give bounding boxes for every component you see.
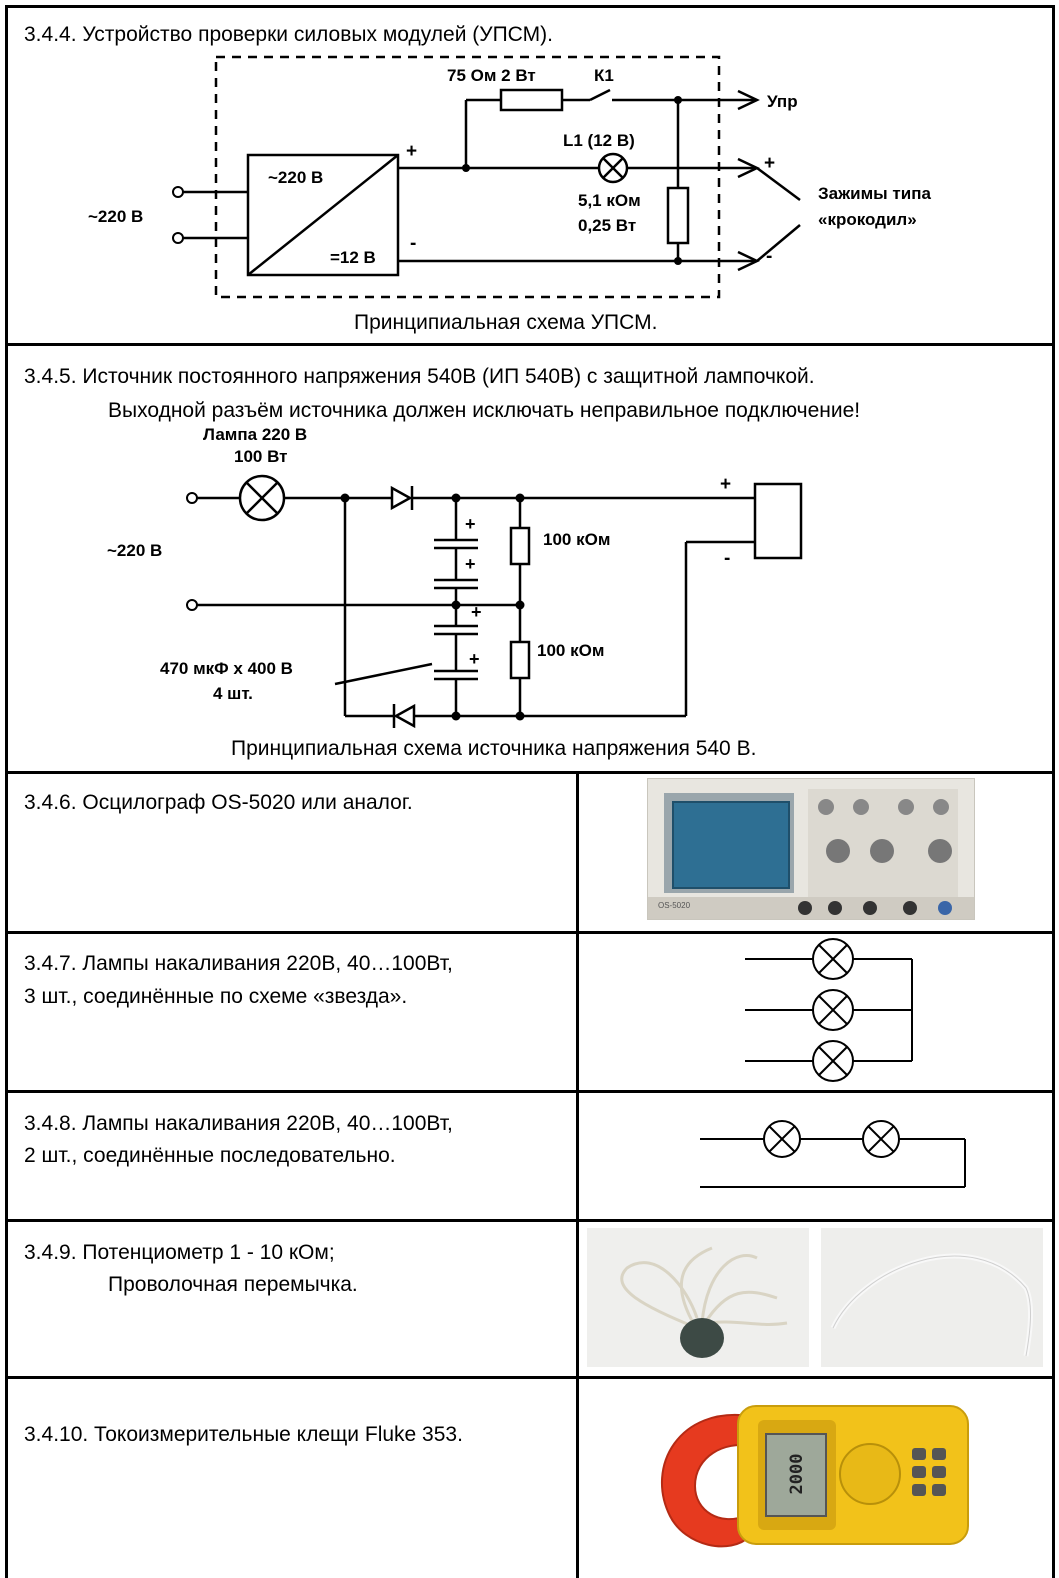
svg-text:100 Вт: 100 Вт — [234, 447, 287, 466]
control-output-label: Упр — [767, 92, 798, 111]
section-345-note: Выходной разъём источника должен исключа… — [108, 399, 861, 422]
svg-text:+: + — [764, 153, 775, 174]
table-border-right — [1052, 5, 1055, 1578]
converter-out-label: =12 В — [330, 248, 376, 267]
table-border-top — [5, 5, 1055, 8]
resistor-top-label: 100 кОм — [543, 530, 610, 549]
section-345-title: 3.4.5. Источник постоянного напряжения 5… — [24, 365, 815, 388]
svg-text:4 шт.: 4 шт. — [213, 684, 253, 703]
wire-jumper-photo — [821, 1228, 1043, 1367]
svg-text:-: - — [766, 246, 772, 267]
mains-label: ~220 В — [88, 207, 143, 226]
row-divider — [5, 343, 1055, 346]
svg-text:+: + — [406, 141, 417, 162]
svg-text:+: + — [471, 602, 482, 622]
section-3410-text: 3.4.10. Токоизмерительные клещи Fluke 35… — [24, 1423, 463, 1446]
section-345-caption: Принципиальная схема источника напряжени… — [231, 737, 757, 760]
diode-bottom — [393, 703, 416, 729]
row-divider — [5, 771, 1055, 774]
lamp-l1-label: L1 (12 В) — [563, 131, 635, 150]
upsm-schematic: ~220 В ~220 В =12 В + - 75 Ом 2 Вт К1 Уп… — [88, 55, 931, 299]
capacitor-label: 470 мкФ х 400 В — [160, 659, 293, 678]
lamp-icon — [812, 989, 854, 1031]
lamp-icon — [862, 1120, 900, 1158]
oscilloscope-photo: OS-5020 — [647, 778, 975, 920]
svg-text:-: - — [410, 233, 416, 254]
row-divider — [5, 1376, 1055, 1379]
section-349-text1: 3.4.9. Потенциометр 1 - 10 кОм; — [24, 1241, 335, 1264]
section-347-text2: 3 шт., соединённые по схеме «звезда». — [24, 985, 408, 1008]
clamps-label: Зажимы типа — [818, 184, 931, 203]
svg-text:+: + — [465, 514, 476, 534]
capacitor-bank — [434, 538, 478, 681]
clamp-meter-photo: 2000 — [650, 1386, 976, 1566]
lamps-star-schematic — [745, 938, 913, 1082]
resistor-75 — [499, 88, 564, 112]
converter-in-label: ~220 В — [268, 168, 323, 187]
oscilloscope-screen — [664, 793, 794, 893]
row-divider — [5, 1219, 1055, 1222]
svg-text:-: - — [724, 548, 730, 569]
section-348-text1: 3.4.8. Лампы накаливания 220В, 40…100Вт, — [24, 1112, 453, 1135]
resistor-bottom-label: 100 кОм — [537, 641, 604, 660]
svg-text:+: + — [465, 554, 476, 574]
lamp-icon — [812, 938, 854, 980]
output-connector — [753, 482, 803, 560]
row-divider — [5, 1090, 1055, 1093]
resistor-100k-bottom — [509, 640, 531, 680]
mains-label: ~220 В — [107, 541, 162, 560]
potentiometer-photo — [587, 1228, 809, 1367]
diode-top — [390, 485, 413, 511]
row-divider — [5, 931, 1055, 934]
lamp-icon — [812, 1040, 854, 1082]
section-349-text2: Проволочная перемычка. — [108, 1273, 358, 1296]
section-344-caption: Принципиальная схема УПСМ. — [354, 311, 658, 334]
section-344-title: 3.4.4. Устройство проверки силовых модул… — [24, 23, 553, 46]
resistor-75-label: 75 Ом 2 Вт — [447, 66, 536, 85]
switch-k1-label: К1 — [594, 66, 614, 85]
psu-540v-schematic: Лампа 220 В 100 Вт ~220 В 100 кОм 100 кО… — [107, 425, 803, 729]
svg-text:«крокодил»: «крокодил» — [818, 210, 917, 229]
converter-block — [246, 153, 400, 277]
meter-display-reading: 2000 — [787, 1453, 807, 1495]
table-border-left — [5, 5, 8, 1578]
lamps-series-schematic — [700, 1120, 966, 1188]
svg-text:+: + — [720, 474, 731, 495]
resistor-5k1 — [666, 186, 690, 245]
section-348-text2: 2 шт., соединённые последовательно. — [24, 1144, 396, 1167]
lamp-icon — [763, 1120, 801, 1158]
device-boundary — [214, 55, 721, 299]
lamp-label: Лампа 220 В — [203, 425, 307, 444]
section-347-text1: 3.4.7. Лампы накаливания 220В, 40…100Вт, — [24, 952, 453, 975]
section-346-text: 3.4.6. Осцилограф OS-5020 или аналог. — [24, 791, 413, 814]
svg-text:5,1 кОм: 5,1 кОм — [578, 191, 641, 210]
column-divider — [576, 771, 579, 1578]
svg-text:+: + — [469, 649, 480, 669]
svg-text:0,25 Вт: 0,25 Вт — [578, 216, 636, 235]
resistor-100k-top — [509, 526, 531, 566]
